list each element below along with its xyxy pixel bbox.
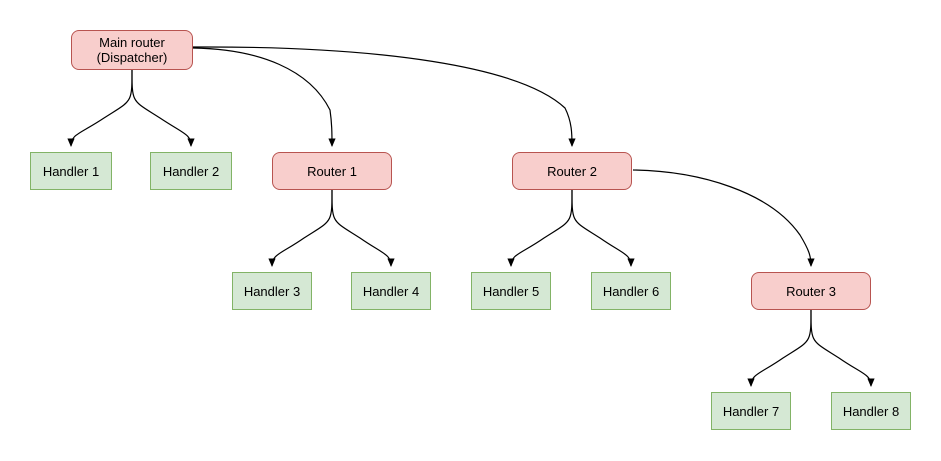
node-main-label: Main router (Dispatcher) — [96, 35, 168, 65]
node-main[interactable]: Main router (Dispatcher) — [71, 30, 193, 70]
node-router2-label: Router 2 — [547, 163, 597, 179]
node-handler5[interactable]: Handler 5 — [471, 272, 551, 310]
edge-router3-to-handler8[interactable] — [810, 309, 875, 387]
node-router1-label: Router 1 — [307, 163, 357, 179]
node-router3-label: Router 3 — [786, 283, 836, 299]
node-router1[interactable]: Router 1 — [272, 152, 392, 190]
node-handler3[interactable]: Handler 3 — [232, 272, 312, 310]
node-handler2-label: Handler 2 — [162, 163, 220, 179]
edge-main-to-router1[interactable] — [192, 47, 336, 147]
node-handler6-label: Handler 6 — [602, 283, 660, 299]
node-handler2[interactable]: Handler 2 — [150, 152, 232, 190]
node-handler8[interactable]: Handler 8 — [831, 392, 911, 430]
edge-main-to-handler2[interactable] — [131, 69, 195, 147]
node-handler7[interactable]: Handler 7 — [711, 392, 791, 430]
node-router3[interactable]: Router 3 — [751, 272, 871, 310]
node-handler3-label: Handler 3 — [243, 283, 301, 299]
node-handler4[interactable]: Handler 4 — [351, 272, 431, 310]
node-handler6[interactable]: Handler 6 — [591, 272, 671, 310]
node-handler1[interactable]: Handler 1 — [30, 152, 112, 190]
edge-group — [67, 46, 875, 387]
edge-main-to-handler1[interactable] — [67, 69, 133, 147]
edge-main-to-router2[interactable] — [192, 46, 576, 147]
node-handler8-label: Handler 8 — [842, 403, 900, 419]
node-handler5-label: Handler 5 — [482, 283, 540, 299]
edge-router2-to-handler6[interactable] — [571, 189, 635, 267]
node-handler7-label: Handler 7 — [722, 403, 780, 419]
node-handler4-label: Handler 4 — [362, 283, 420, 299]
edge-router2-to-handler5[interactable] — [507, 189, 573, 267]
node-router2[interactable]: Router 2 — [512, 152, 632, 190]
edge-router2-to-router3[interactable] — [632, 169, 815, 267]
edge-router1-to-handler4[interactable] — [331, 189, 395, 267]
edge-router3-to-handler7[interactable] — [747, 309, 812, 387]
node-handler1-label: Handler 1 — [42, 163, 100, 179]
edge-router1-to-handler3[interactable] — [268, 189, 333, 267]
